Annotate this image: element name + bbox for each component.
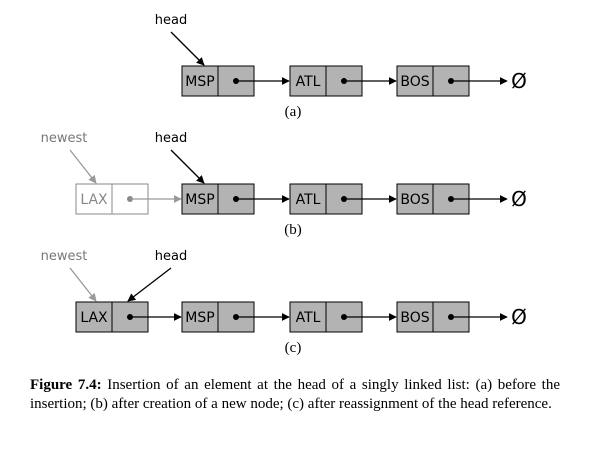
node-atl: ATL bbox=[289, 65, 397, 97]
figure-label: Figure 7.4: bbox=[30, 377, 102, 393]
head-label: head bbox=[155, 249, 187, 264]
subfigure-label: (c) bbox=[285, 340, 302, 356]
node-msp: MSP bbox=[181, 183, 290, 215]
node-label: BOS bbox=[400, 192, 429, 208]
node-label: MSP bbox=[185, 310, 214, 326]
node-lax: LAX bbox=[75, 183, 182, 215]
head-reference-arrow bbox=[127, 267, 172, 302]
head-label: head bbox=[155, 131, 187, 146]
newest-reference-arrow bbox=[69, 267, 97, 302]
null-symbol: Ø bbox=[511, 69, 527, 93]
node-bos: BOS bbox=[396, 65, 508, 97]
node-label: BOS bbox=[400, 310, 429, 326]
node-label: LAX bbox=[80, 192, 108, 208]
null-symbol: Ø bbox=[511, 187, 527, 211]
newest-reference-arrow bbox=[69, 149, 97, 184]
node-bos: BOS bbox=[396, 183, 508, 215]
node-msp: MSP bbox=[181, 65, 290, 97]
node-label: ATL bbox=[296, 310, 321, 326]
newest-label: newest bbox=[41, 249, 88, 264]
node-bos: BOS bbox=[396, 301, 508, 333]
subfigure-label: (b) bbox=[284, 222, 302, 238]
node-lax: LAX bbox=[75, 301, 182, 333]
figure-caption: Figure 7.4: Insertion of an element at t… bbox=[30, 376, 560, 414]
head-reference-arrow bbox=[170, 149, 205, 184]
node-label: ATL bbox=[296, 192, 321, 208]
null-symbol: Ø bbox=[511, 305, 527, 329]
head-label: head bbox=[155, 13, 187, 28]
node-label: MSP bbox=[185, 192, 214, 208]
subfigure-label: (a) bbox=[285, 104, 302, 120]
node-label: LAX bbox=[80, 310, 108, 326]
figure-caption-text: Insertion of an element at the head of a… bbox=[30, 377, 560, 412]
node-label: BOS bbox=[400, 74, 429, 90]
node-atl: ATL bbox=[289, 183, 397, 215]
head-reference-arrow bbox=[170, 31, 205, 66]
node-label: MSP bbox=[185, 74, 214, 90]
node-label: ATL bbox=[296, 74, 321, 90]
node-msp: MSP bbox=[181, 301, 290, 333]
newest-label: newest bbox=[41, 131, 88, 146]
node-atl: ATL bbox=[289, 301, 397, 333]
